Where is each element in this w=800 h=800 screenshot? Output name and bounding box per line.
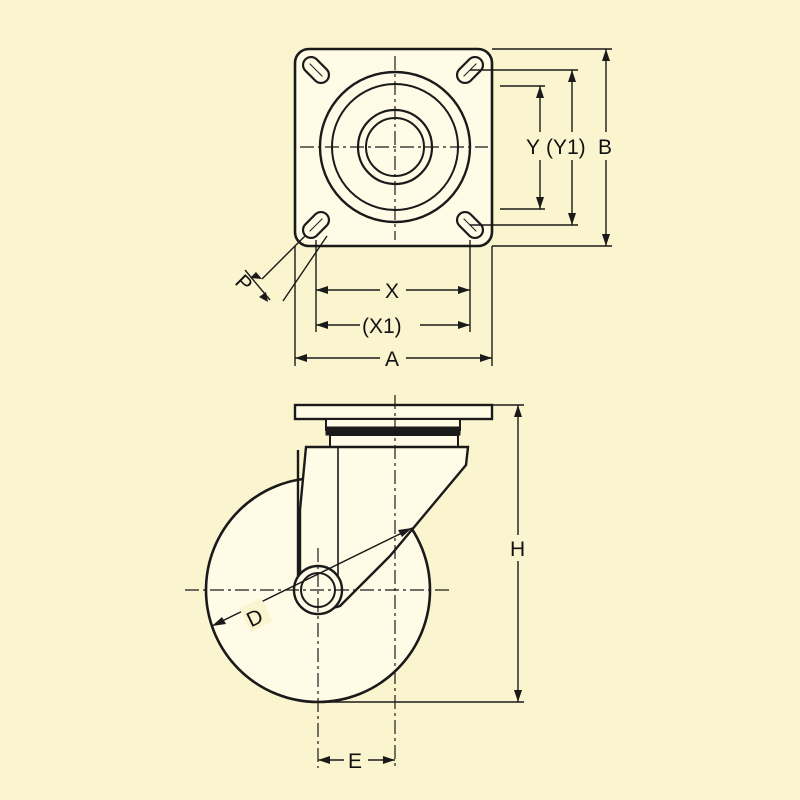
- label-y1: (Y1): [546, 136, 586, 159]
- side-top-plate: [293, 403, 494, 421]
- label-x1: (X1): [362, 315, 402, 338]
- label-p: P: [230, 270, 256, 296]
- label-y: Y: [526, 136, 540, 159]
- label-b: B: [598, 136, 612, 159]
- label-x: X: [385, 280, 399, 303]
- label-h: H: [510, 538, 525, 561]
- top-view: [293, 47, 494, 248]
- side-view: [185, 395, 494, 768]
- bolt-slot-top-left: [301, 55, 331, 85]
- side-labels: H D E: [239, 535, 532, 773]
- label-a: A: [385, 348, 399, 371]
- bearing-band: [325, 426, 461, 436]
- label-e: E: [348, 750, 362, 773]
- swivel-base: [329, 434, 459, 448]
- fork: [298, 445, 470, 614]
- bolt-slot-bottom-left: [301, 210, 331, 240]
